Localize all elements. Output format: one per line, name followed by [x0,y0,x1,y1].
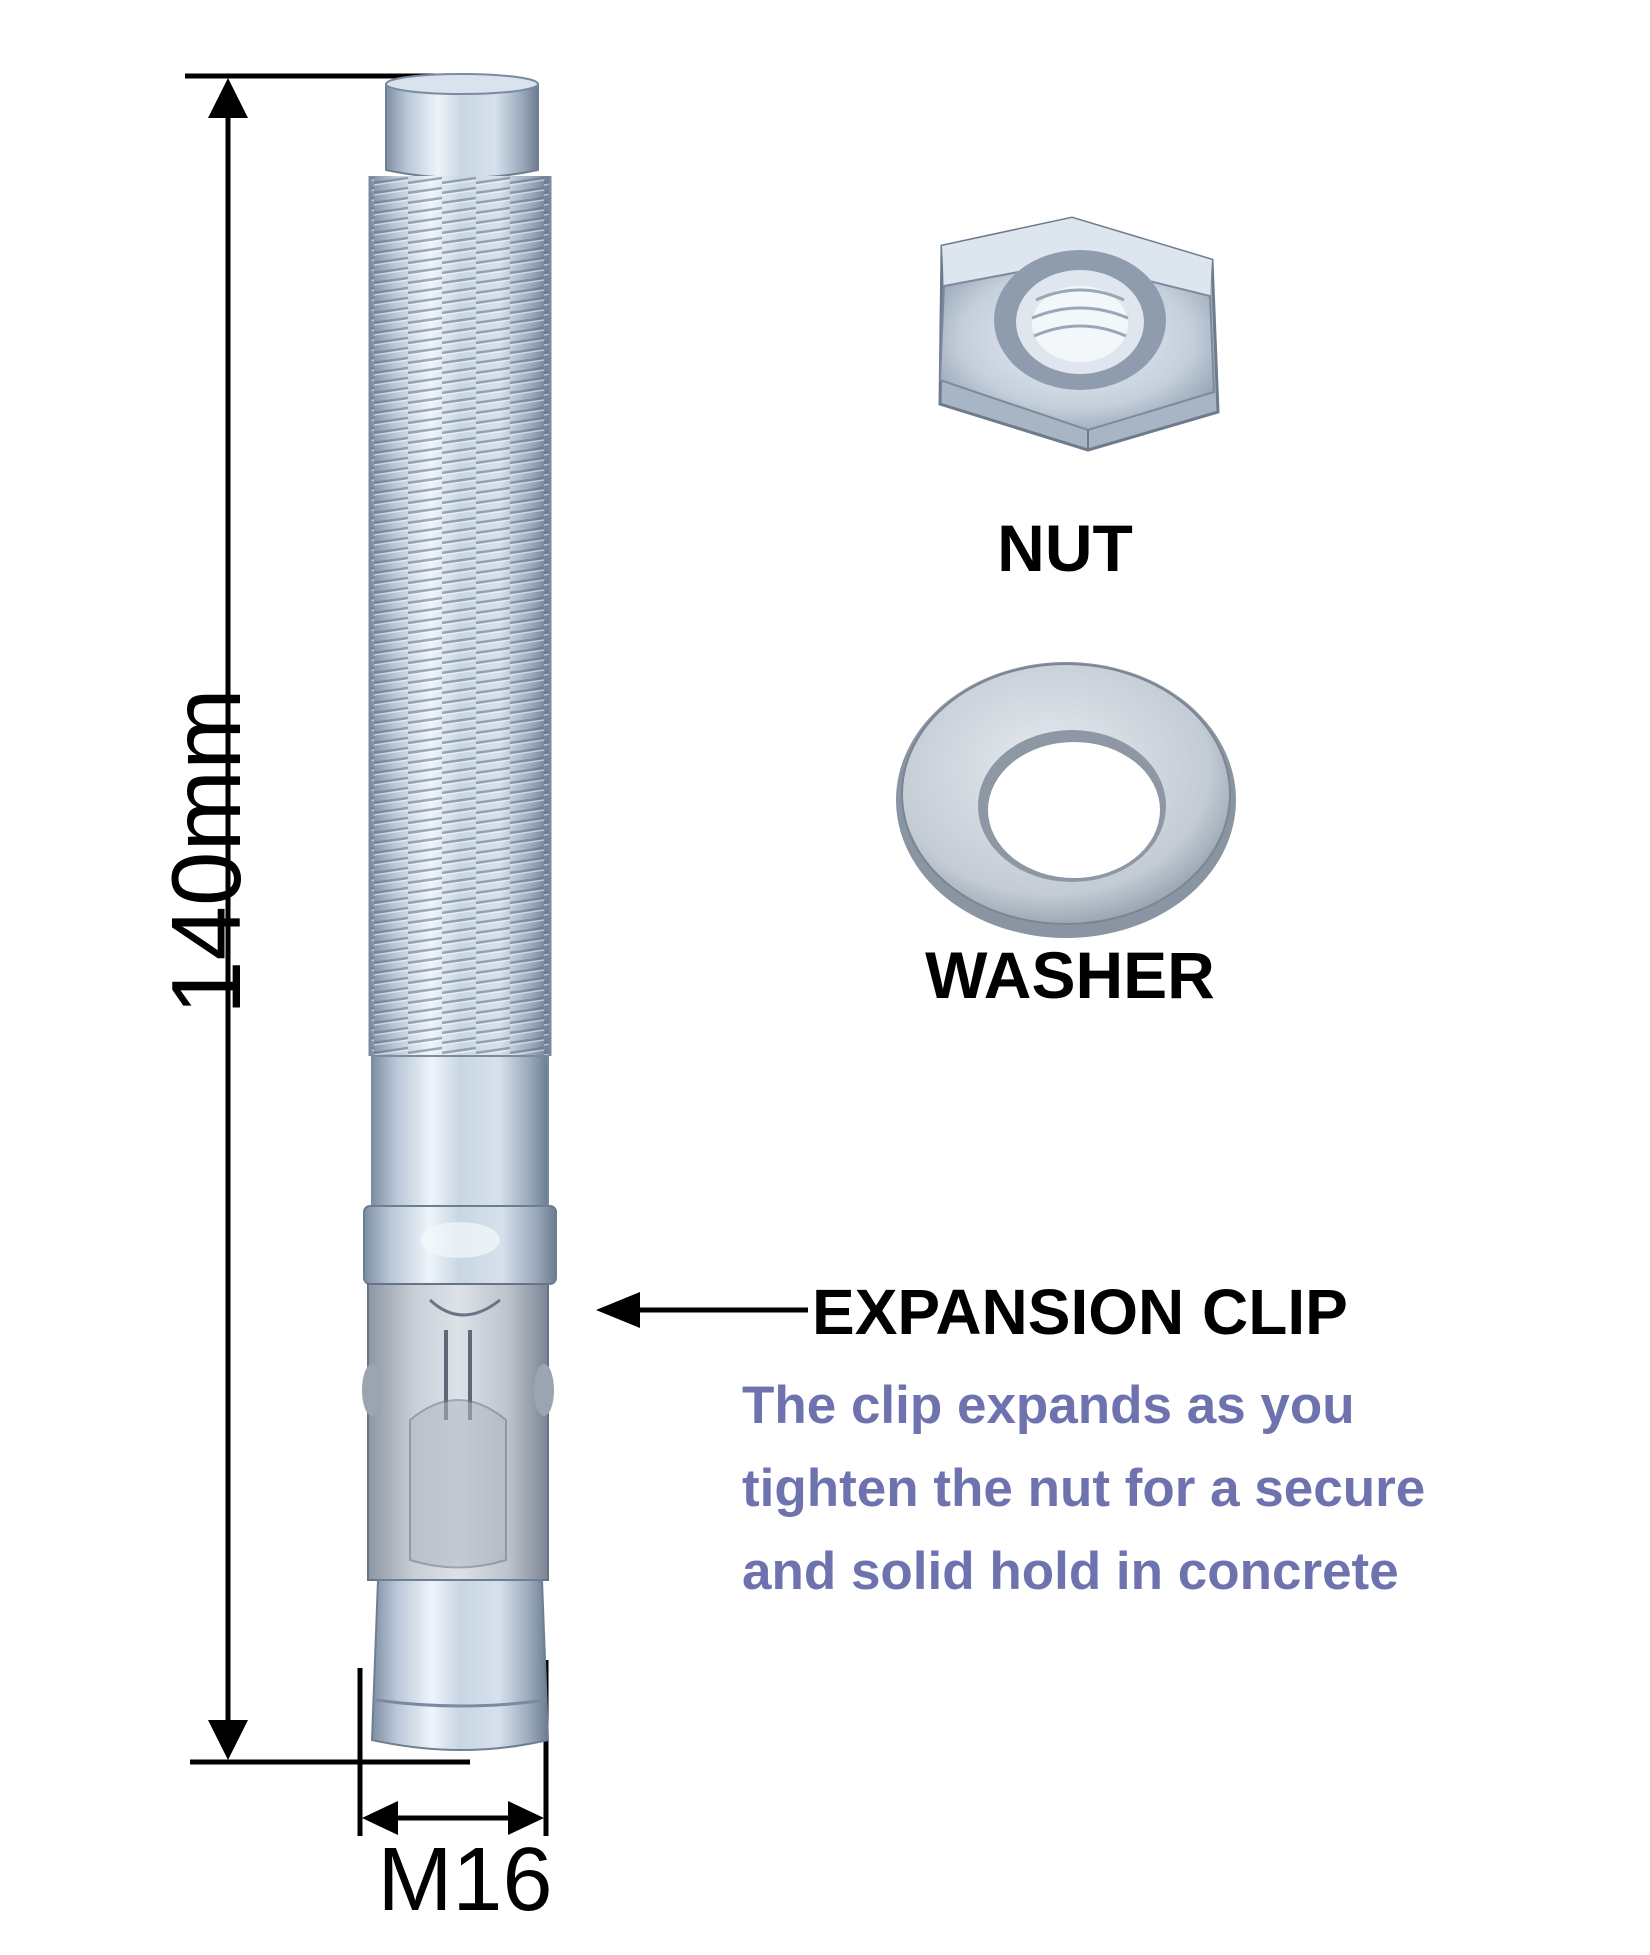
arrowhead-left-icon [362,1801,398,1835]
expansion-clip-arrow [596,1292,808,1328]
washer-image [896,662,1236,938]
description-line-1: The clip expands as you [742,1376,1355,1435]
diameter-label: M16 [377,1830,553,1930]
arrowhead-up-icon [208,78,248,118]
nut-label: NUT [997,511,1133,585]
anchor-bolt-image [362,73,557,1751]
arrowhead-down-icon [208,1720,248,1760]
hex-nut-image [938,216,1220,452]
expansion-clip-label: EXPANSION CLIP [812,1276,1348,1348]
washer-label: WASHER [925,938,1215,1012]
length-label: 140mm [151,688,261,1015]
arrowhead-right-icon [508,1801,544,1835]
description-line-2: tighten the nut for a secure [742,1459,1426,1518]
arrow-left-icon [596,1292,640,1328]
description-line-3: and solid hold in concrete [742,1542,1399,1601]
